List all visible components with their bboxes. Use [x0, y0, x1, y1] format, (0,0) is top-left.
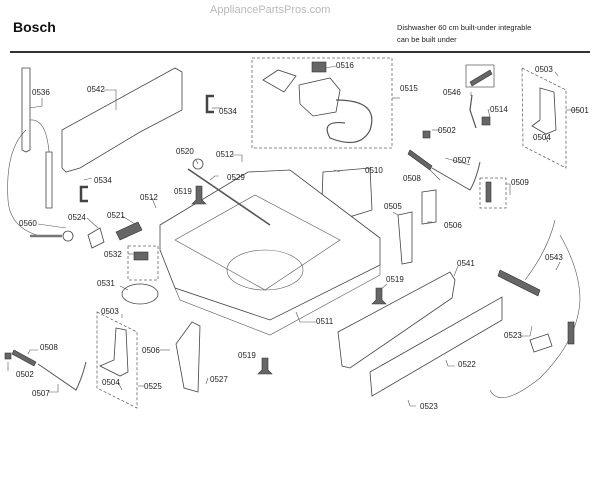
part-shape-0546-wire[interactable]: [469, 94, 477, 129]
part-group-0546-top: [465, 64, 495, 88]
part-label-0525[interactable]: 0525: [144, 382, 162, 391]
part-label-0509[interactable]: 0509: [511, 178, 529, 187]
part-shape-0519-a[interactable]: [191, 185, 207, 205]
part-shape-0505[interactable]: [397, 211, 413, 265]
part-shape-0534-b[interactable]: [79, 185, 88, 203]
part-label-0515[interactable]: 0515: [400, 84, 418, 93]
description-line-2: can be built under: [397, 35, 457, 44]
part-label-0507[interactable]: 0507: [32, 389, 50, 398]
part-shape-0519-c[interactable]: [257, 357, 273, 375]
part-label-0519[interactable]: 0519: [238, 351, 256, 360]
part-shape-0505-b[interactable]: [421, 189, 437, 225]
part-label-0519[interactable]: 0519: [174, 187, 192, 196]
part-shape-0560-ring[interactable]: [62, 230, 74, 242]
part-label-0503[interactable]: 0503: [101, 307, 119, 316]
part-shape-tub-base[interactable]: [159, 169, 381, 336]
part-shape-0516[interactable]: [262, 61, 373, 144]
part-label-0522[interactable]: 0522: [458, 360, 476, 369]
part-shape-0543[interactable]: [489, 219, 581, 398]
part-shape-0507-a[interactable]: [431, 161, 481, 191]
part-group-0509: [479, 177, 507, 209]
part-label-0523[interactable]: 0523: [420, 402, 438, 411]
part-label-0516[interactable]: 0516: [336, 61, 354, 70]
part-shape-0536[interactable]: [7, 67, 53, 237]
watermark: AppliancePartsPros.com: [210, 4, 331, 16]
part-label-0514[interactable]: 0514: [490, 105, 508, 114]
part-label-0543[interactable]: 0543: [545, 253, 563, 262]
part-label-0512[interactable]: 0512: [216, 150, 234, 159]
part-group-0532: [127, 245, 159, 281]
part-shape-0534-a[interactable]: [205, 94, 214, 114]
model-description: Dishwasher 60 cm built-under integrable …: [397, 22, 531, 46]
part-label-0502[interactable]: 0502: [16, 370, 34, 379]
part-shape-0507-b[interactable]: [37, 361, 87, 391]
leader-lines: [7, 65, 580, 407]
part-label-0536[interactable]: 0536: [32, 88, 50, 97]
part-shape-0542[interactable]: [61, 67, 183, 173]
part-label-0504[interactable]: 0504: [533, 133, 551, 142]
part-label-0532[interactable]: 0532: [104, 250, 122, 259]
brand-title: Bosch: [13, 19, 56, 35]
part-shape-0521[interactable]: [115, 221, 143, 241]
part-shape-0502-b[interactable]: [4, 352, 12, 360]
part-label-0502[interactable]: 0502: [438, 126, 456, 135]
part-label-0520[interactable]: 0520: [176, 147, 194, 156]
part-label-0507[interactable]: 0507: [453, 156, 471, 165]
part-label-0508[interactable]: 0508: [403, 174, 421, 183]
part-label-0529[interactable]: 0529: [227, 173, 245, 182]
part-shape-0509[interactable]: [485, 181, 492, 203]
part-label-0501[interactable]: 0501: [571, 106, 589, 115]
part-shape-0529[interactable]: [187, 168, 271, 226]
description-line-1: Dishwasher 60 cm built-under integrable: [397, 23, 532, 32]
part-group-0525: [96, 311, 138, 409]
part-label-0546[interactable]: 0546: [443, 88, 461, 97]
part-shape-0532[interactable]: [133, 251, 149, 261]
part-label-0534[interactable]: 0534: [219, 107, 237, 116]
part-group-0501: [521, 67, 567, 169]
part-group-0515: [251, 57, 393, 149]
part-label-0512[interactable]: 0512: [140, 193, 158, 202]
header-divider: [10, 51, 590, 53]
part-label-0505[interactable]: 0505: [384, 202, 402, 211]
part-shape-0541[interactable]: [337, 271, 456, 369]
part-label-0510[interactable]: 0510: [365, 166, 383, 175]
part-label-0527[interactable]: 0527: [210, 375, 228, 384]
part-shape-0524[interactable]: [87, 227, 105, 249]
part-shape-0522[interactable]: [369, 296, 503, 397]
part-label-0511[interactable]: 0511: [316, 317, 334, 326]
part-label-0560[interactable]: 0560: [19, 219, 37, 228]
part-shape-0525[interactable]: [99, 327, 129, 377]
part-label-0504[interactable]: 0504: [102, 378, 120, 387]
part-label-0531[interactable]: 0531: [97, 279, 115, 288]
part-shape-0501[interactable]: [531, 87, 557, 135]
part-shape-0508-a[interactable]: [407, 149, 433, 171]
part-shape-0527[interactable]: [175, 321, 201, 393]
part-label-0521[interactable]: 0521: [107, 211, 125, 220]
part-shape-0519-b[interactable]: [371, 287, 387, 305]
part-label-0523[interactable]: 0523: [504, 331, 522, 340]
part-shape-0531[interactable]: [121, 283, 159, 305]
part-label-0519[interactable]: 0519: [386, 275, 404, 284]
part-label-0534[interactable]: 0534: [94, 176, 112, 185]
part-label-0542[interactable]: 0542: [87, 85, 105, 94]
part-label-0541[interactable]: 0541: [457, 259, 475, 268]
part-shape-0514[interactable]: [481, 116, 491, 126]
part-label-0503[interactable]: 0503: [535, 65, 553, 74]
part-shape-0502-a[interactable]: [422, 130, 431, 139]
part-label-0506[interactable]: 0506: [142, 346, 160, 355]
part-shape-0546[interactable]: [469, 69, 493, 87]
part-label-0506[interactable]: 0506: [444, 221, 462, 230]
part-shape-0508-b[interactable]: [11, 349, 37, 367]
part-label-0508[interactable]: 0508: [40, 343, 58, 352]
part-label-0524[interactable]: 0524: [68, 213, 86, 222]
